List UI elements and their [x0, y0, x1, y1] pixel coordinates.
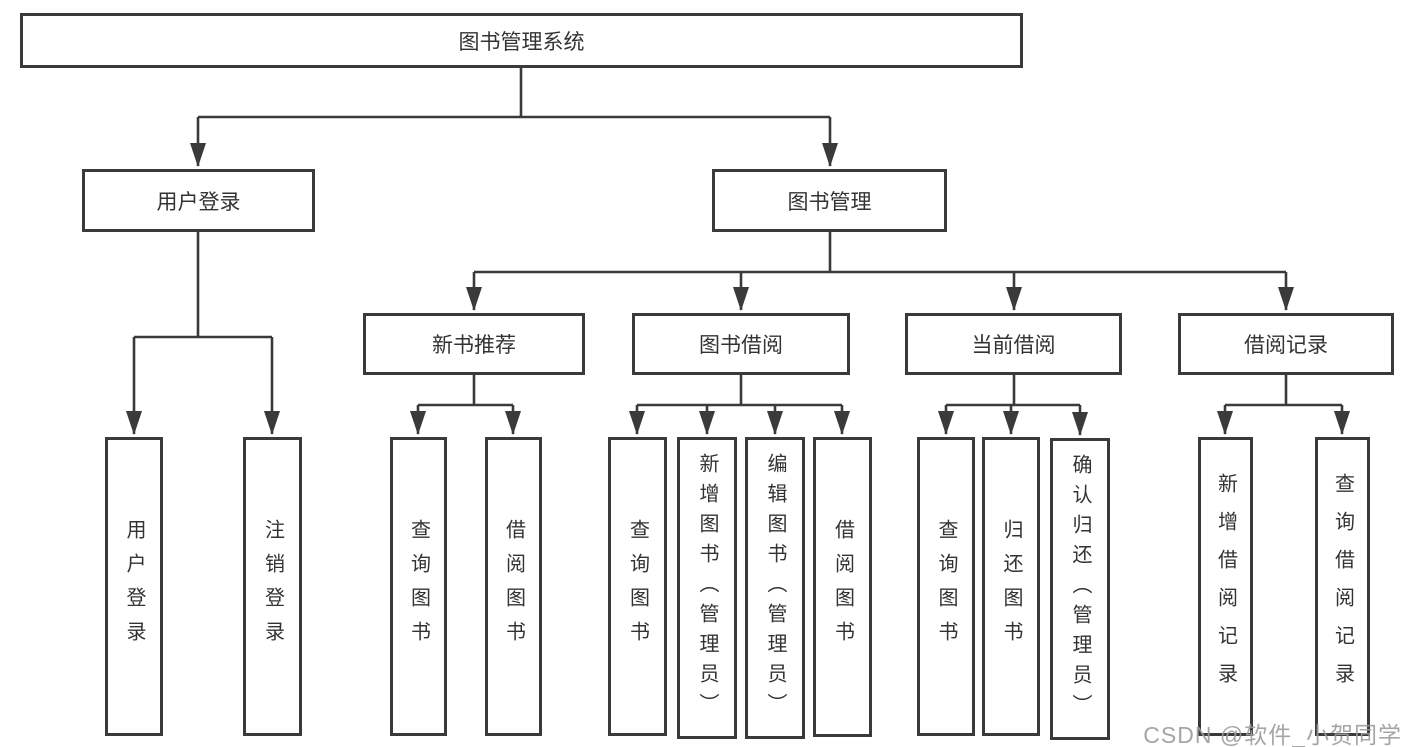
node-book-borrow: 图书借阅 — [632, 313, 850, 375]
node-borrow-books-recommend: 借阅图书 — [485, 437, 542, 736]
node-borrow-records: 借阅记录 — [1178, 313, 1394, 375]
node-label: 图书借阅 — [699, 334, 783, 357]
node-logout: 注销登录 — [243, 437, 302, 736]
node-label: 用户登录 — [123, 518, 145, 655]
node-label: 确认归还（管理员） — [1069, 454, 1091, 724]
node-library-management-system: 图书管理系统 — [20, 13, 1023, 68]
node-label: 图书管理 — [787, 190, 872, 214]
node-add-book-admin: 新增图书（管理员） — [677, 437, 737, 739]
node-label: 查询图书 — [935, 518, 957, 655]
node-user-login-leaf: 用户登录 — [105, 437, 163, 736]
node-label: 新书推荐 — [432, 334, 516, 357]
node-query-borrow-record: 查询借阅记录 — [1315, 437, 1370, 736]
node-return-books: 归还图书 — [982, 437, 1040, 736]
node-query-books-current: 查询图书 — [917, 437, 975, 736]
node-label: 编辑图书（管理员） — [764, 453, 786, 723]
node-label: 查询图书 — [626, 518, 649, 655]
watermark: CSDN @软件_小贺同学 — [1143, 722, 1402, 747]
node-book-management: 图书管理 — [712, 169, 947, 232]
node-label: 新增借阅记录 — [1214, 472, 1237, 701]
node-edit-book-admin: 编辑图书（管理员） — [745, 437, 805, 739]
node-query-books-recommend: 查询图书 — [390, 437, 447, 736]
node-label: 注销登录 — [261, 518, 284, 655]
node-label: 查询借阅记录 — [1331, 472, 1354, 701]
node-label: 借阅记录 — [1244, 334, 1328, 357]
node-current-borrow: 当前借阅 — [905, 313, 1122, 375]
node-borrow-books-leaf: 借阅图书 — [813, 437, 872, 737]
node-add-borrow-record: 新增借阅记录 — [1198, 437, 1253, 736]
node-query-books-borrow: 查询图书 — [608, 437, 667, 736]
node-label: 借阅图书 — [502, 518, 525, 655]
node-label: 查询图书 — [407, 518, 430, 655]
node-new-book-recommend: 新书推荐 — [363, 313, 585, 375]
node-label: 当前借阅 — [971, 334, 1056, 357]
node-label: 借阅图书 — [831, 519, 854, 655]
node-label: 归还图书 — [1000, 518, 1022, 655]
node-user-login: 用户登录 — [82, 169, 315, 232]
node-label: 用户登录 — [156, 190, 241, 214]
node-confirm-return-admin: 确认归还（管理员） — [1050, 438, 1110, 740]
node-label: 新增图书（管理员） — [696, 453, 718, 723]
node-label: 图书管理系统 — [458, 30, 585, 54]
